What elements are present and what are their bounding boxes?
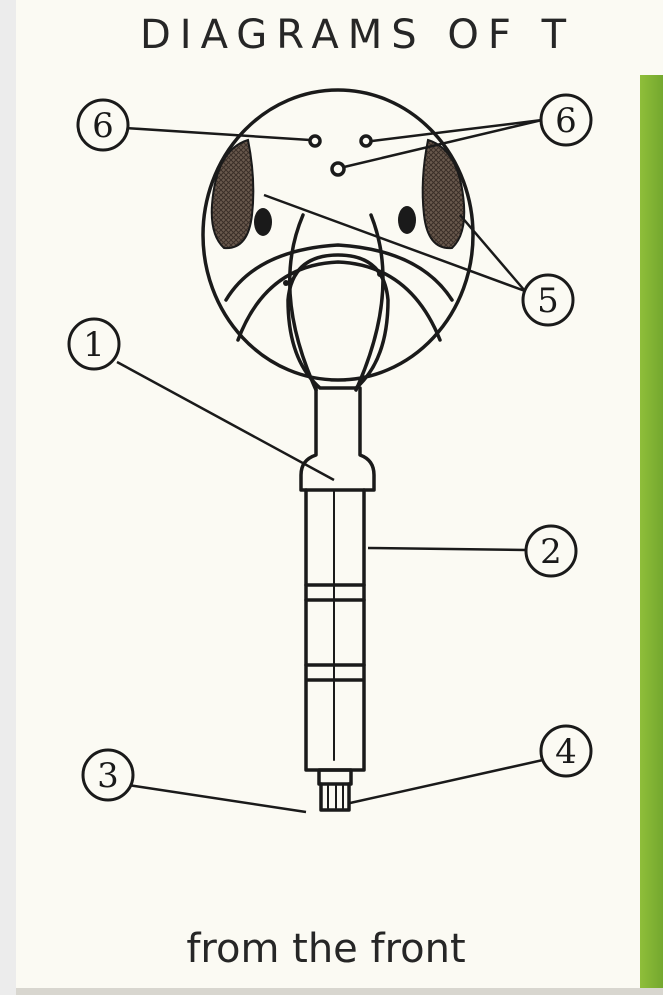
leader-4: [350, 760, 543, 803]
callout-label-2: 2: [540, 532, 562, 572]
antenna-dot-right: [377, 271, 383, 277]
proboscis-base: [301, 388, 374, 490]
callout-label-6-left: 6: [92, 106, 114, 146]
pseudopupil-left: [254, 208, 272, 236]
leader-5-a: [264, 195, 525, 291]
ocellus-median: [332, 163, 344, 175]
insect-head-diagram: 6 6 5 1 2 3 4: [16, 0, 663, 995]
figure-caption: from the front: [16, 926, 636, 972]
callout-label-1: 1: [83, 325, 105, 365]
bottom-edge: [16, 988, 663, 995]
face-margin: [226, 245, 452, 300]
clypeus: [288, 255, 388, 388]
ocellus-left: [310, 136, 320, 146]
callout-label-4: 4: [555, 732, 577, 772]
antenna-dot-left: [283, 280, 289, 286]
face-margin-inner: [238, 262, 440, 340]
proboscis-tip-collar: [319, 770, 351, 784]
callout-label-6-right: 6: [555, 101, 577, 141]
right-antenna: [356, 215, 383, 390]
callout-label-5: 5: [537, 281, 559, 321]
ocellus-right: [361, 136, 371, 146]
leader-1: [117, 362, 334, 480]
compound-eye-right: [423, 140, 465, 248]
pseudopupil-right: [398, 206, 416, 234]
leader-6-right-a: [372, 120, 542, 141]
callout-label-3: 3: [97, 756, 119, 796]
figure-page: DIAGRAMS OF T: [16, 0, 663, 995]
leader-6-left: [126, 128, 310, 140]
leader-3: [128, 785, 306, 812]
leader-2: [368, 548, 526, 550]
compound-eye-left: [212, 140, 254, 248]
